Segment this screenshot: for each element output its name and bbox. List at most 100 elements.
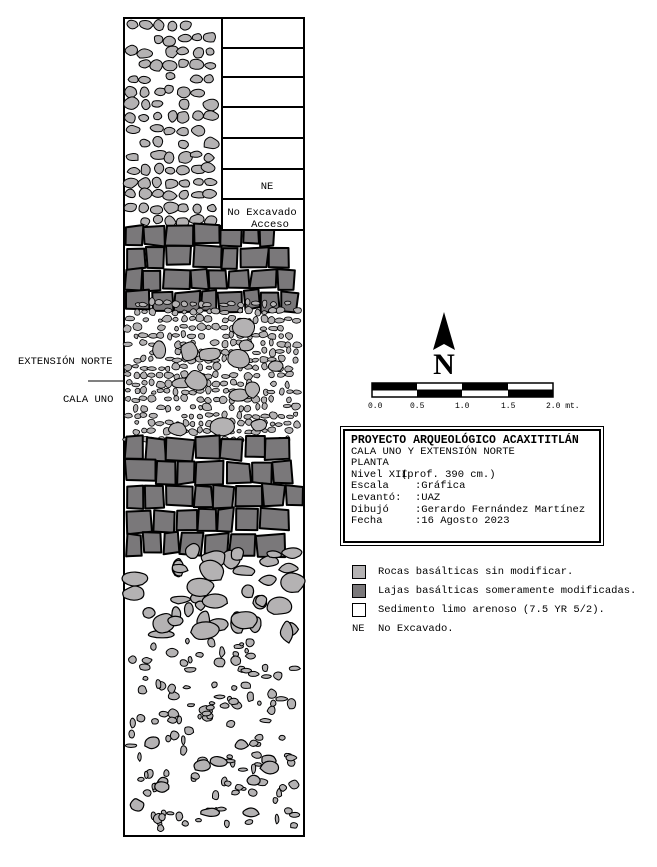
rock-shape [219, 395, 228, 404]
rock-shape [244, 647, 249, 654]
rock-shape [195, 817, 202, 823]
rock-shape [261, 362, 268, 371]
rock-shape [181, 389, 190, 396]
rock-shape [269, 380, 277, 387]
rock-shape [196, 413, 204, 420]
rock-shape [163, 769, 170, 777]
rock-shape [122, 341, 133, 347]
scale-tick-3: 1.5 [501, 402, 516, 411]
rock-shape [153, 111, 163, 121]
rock-shape [260, 396, 268, 404]
rock-shape [152, 135, 164, 148]
rock-shape [138, 75, 151, 85]
rock-shape [125, 124, 141, 135]
rock-shape [197, 713, 202, 720]
rock-shape [153, 19, 165, 32]
rock-shape [278, 333, 284, 339]
rock-shape [234, 783, 244, 791]
rock-shape [180, 370, 189, 379]
rock-shape [283, 316, 293, 321]
rock-shape [183, 602, 194, 618]
acceso-label: Acceso [251, 219, 289, 231]
rock-shape [260, 413, 271, 419]
info-value: (prof. 390 cm.) [401, 468, 496, 481]
rock-shape [148, 307, 156, 316]
legend-label: Rocas basálticas sin modificar. [378, 566, 574, 578]
slab-shape [144, 436, 168, 464]
rock-shape [125, 153, 139, 161]
info-row: Escala:Gráfica [351, 481, 593, 493]
rock-layer [121, 19, 306, 833]
slab-shape [126, 247, 147, 271]
info-value: :UAZ [415, 491, 441, 504]
slab-shape [254, 532, 287, 559]
rock-shape [230, 655, 242, 666]
rock-shape [261, 310, 268, 315]
slab-shape [271, 459, 294, 485]
rock-shape [134, 308, 141, 316]
info-key: Fecha [351, 515, 383, 528]
rock-shape [139, 86, 150, 98]
rock-shape [141, 657, 153, 664]
rock-shape [284, 300, 292, 306]
rock-shape [276, 341, 287, 348]
rock-shape [201, 593, 229, 609]
rock-shape [260, 340, 266, 346]
rock-shape [138, 332, 149, 339]
rock-shape [290, 822, 299, 829]
slab-shape [143, 484, 166, 510]
rock-shape [213, 412, 220, 417]
slab-shape [123, 266, 144, 292]
rock-shape [181, 820, 189, 827]
rock-shape [293, 420, 301, 429]
slab-swatch-icon [352, 584, 366, 598]
rock-shape [184, 370, 208, 391]
slab-shape [144, 246, 166, 270]
rock-shape [126, 19, 139, 30]
rock-shape [188, 428, 198, 436]
rock-shape [138, 187, 153, 200]
rock-shape [259, 717, 272, 724]
rock-shape [148, 412, 158, 419]
rock-shape [181, 735, 186, 746]
rock-shape [244, 298, 251, 306]
rock-shape [123, 364, 133, 372]
rock-shape [255, 403, 261, 411]
slab-shape [192, 243, 223, 269]
rock-shape [252, 364, 260, 371]
info-row: Levantó: :UAZ [351, 491, 593, 505]
rock-shape [293, 348, 299, 356]
rock-shape [274, 317, 285, 324]
rock-shape [205, 324, 212, 331]
rock-shape [219, 310, 230, 316]
rock-shape [126, 379, 133, 386]
rock-shape [291, 402, 301, 411]
rock-shape [230, 611, 258, 630]
rock-shape [291, 317, 302, 324]
rock-shape [164, 396, 172, 402]
slab-shape [234, 485, 264, 508]
rock-shape [293, 389, 302, 395]
rock-shape [179, 363, 188, 369]
slab-shape [194, 434, 221, 460]
rock-shape [273, 671, 283, 681]
rock-shape [164, 166, 176, 175]
rock-shape [163, 387, 171, 394]
rock-shape [206, 308, 213, 315]
rock-shape [156, 388, 165, 393]
rock-shape [245, 638, 255, 648]
rock-shape [164, 307, 173, 314]
cala-uno-label: CALA UNO [63, 394, 113, 406]
info-key: Levantó: [351, 491, 402, 504]
rock-shape [254, 308, 262, 317]
rock-shape [277, 354, 286, 362]
rock-shape [189, 308, 198, 316]
slab-shape [207, 269, 229, 290]
info-row: Fecha:16 Agosto 2023 [351, 515, 593, 528]
rock-shape [260, 314, 269, 323]
rock-shape [244, 819, 254, 825]
rock-shape [247, 788, 258, 797]
rock-shape [174, 348, 182, 356]
slab-shape [225, 461, 253, 485]
rock-shape [221, 339, 229, 349]
